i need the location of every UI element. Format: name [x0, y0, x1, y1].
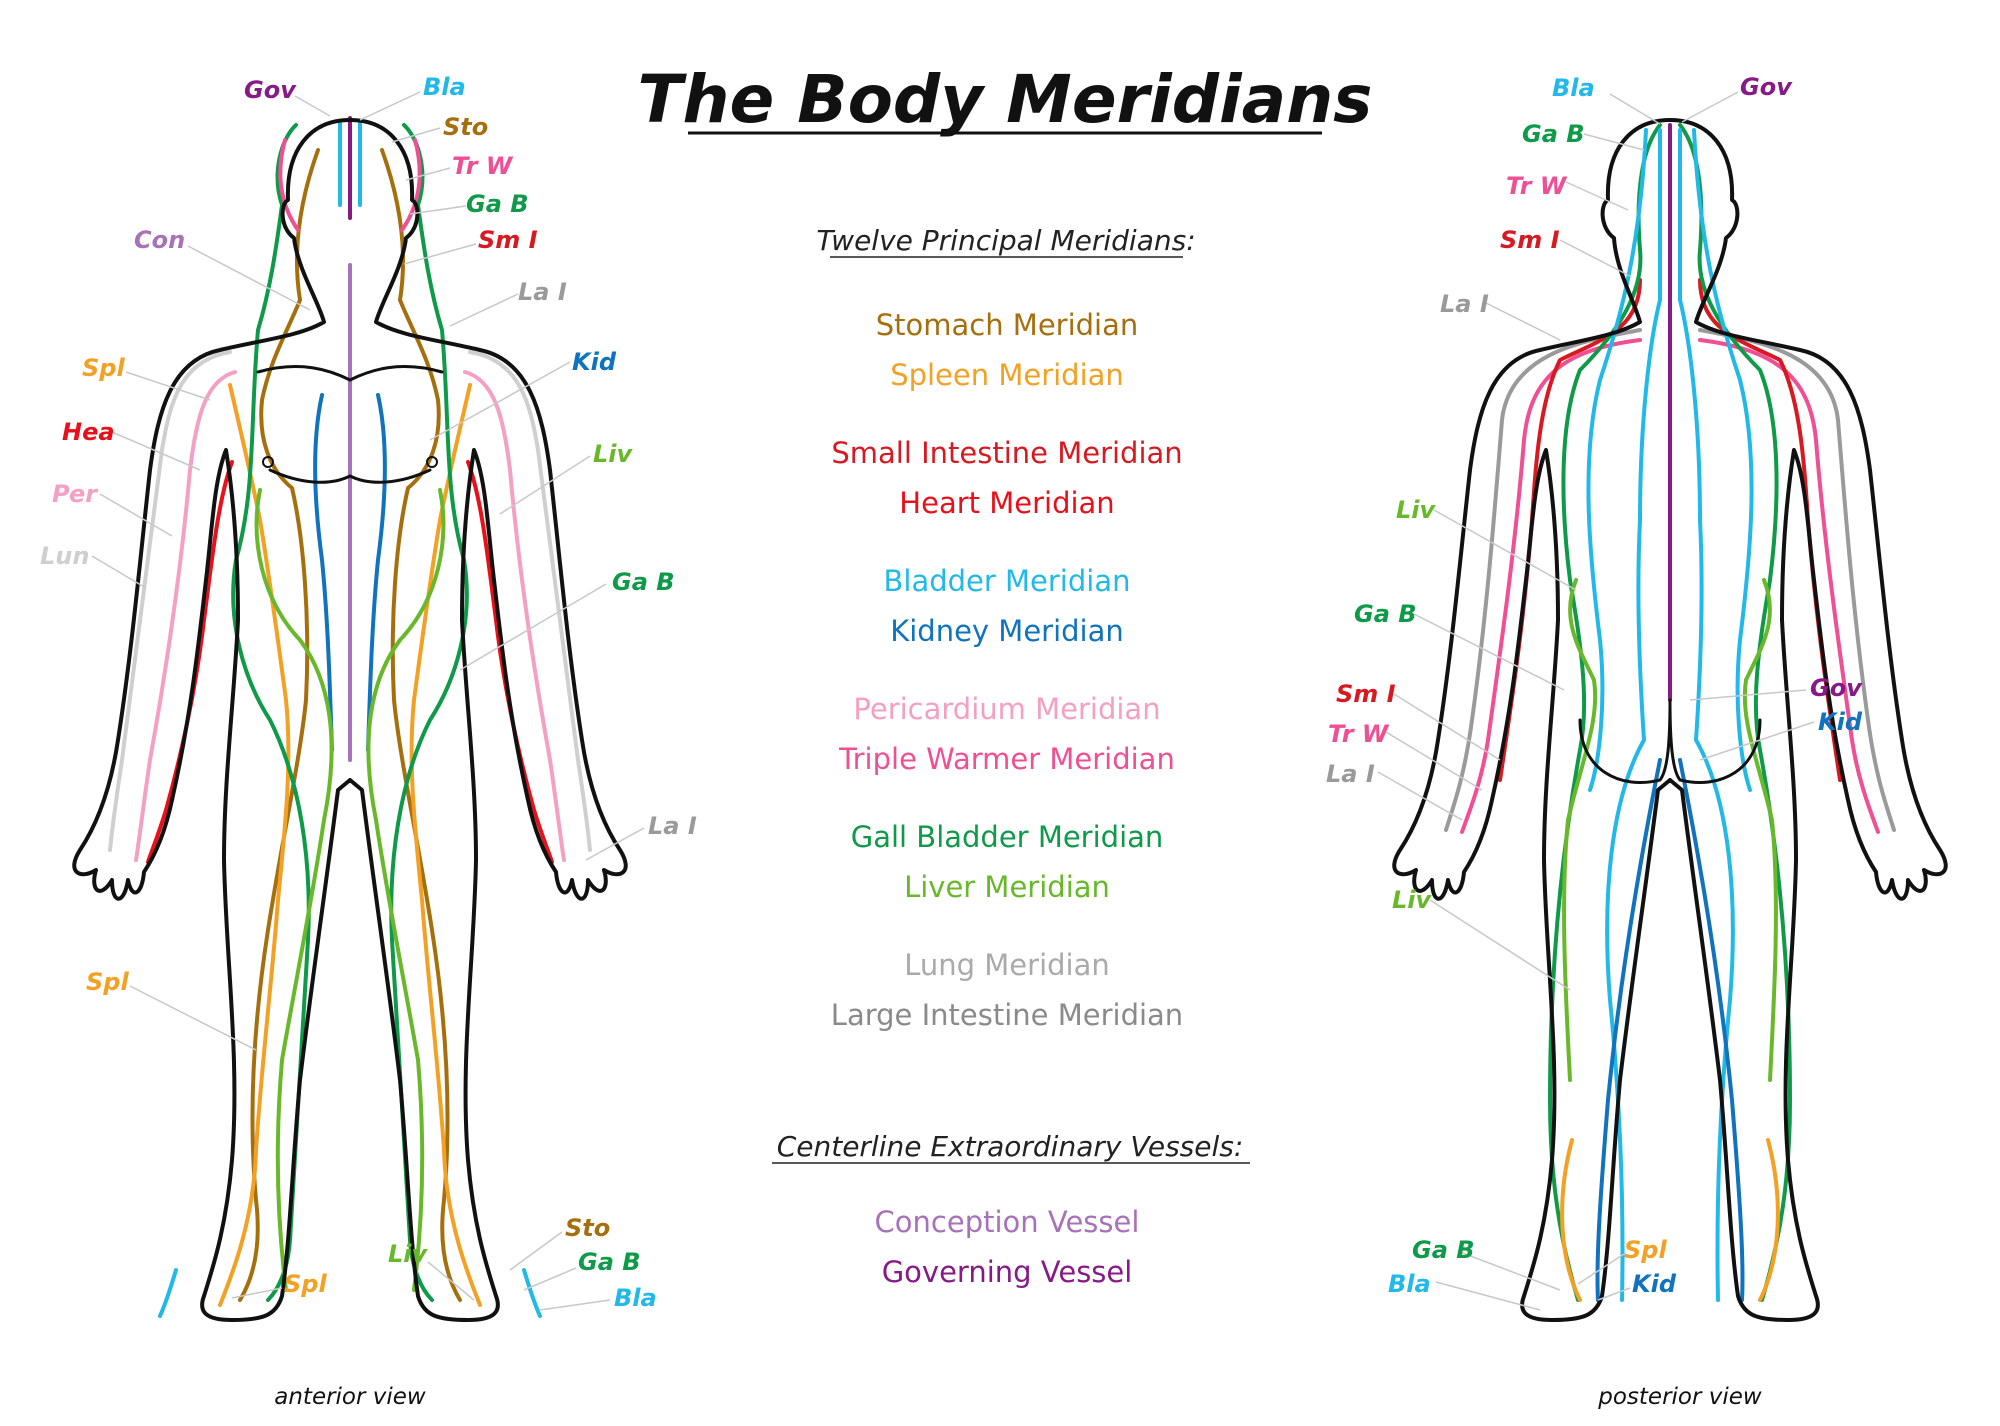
post-label-trw: Tr W — [1506, 172, 1568, 200]
anterior-triple-warmer — [278, 138, 422, 232]
legend-bladder: Bladder Meridian — [884, 564, 1131, 598]
post-label-smi-low: Sm I — [1336, 680, 1396, 708]
anterior-liver-left — [254, 488, 334, 1292]
page-title: The Body Meridians — [638, 61, 1373, 138]
anterior-nipple-right — [426, 456, 438, 468]
anterior-body-outline — [72, 118, 628, 1322]
ant-label-bla-top: Bla — [423, 73, 466, 101]
post-label-gab-top: Ga B — [1522, 120, 1585, 148]
post-label-gov-low: Gov — [1810, 674, 1863, 702]
post-label-kid-mid: Kid — [1818, 708, 1863, 736]
post-label-smi-top: Sm I — [1500, 226, 1560, 254]
posterior-body-outline — [1392, 118, 1948, 1322]
ant-label-per: Per — [52, 480, 99, 508]
post-label-gab-low: Ga B — [1412, 1236, 1475, 1264]
ant-label-lun: Lun — [40, 542, 89, 570]
posterior-kidney-right — [1678, 758, 1745, 1302]
ant-label-trw: Tr W — [452, 152, 514, 180]
post-label-kid-low: Kid — [1632, 1270, 1677, 1298]
ant-label-sto-low: Sto — [565, 1214, 610, 1242]
ant-label-con: Con — [134, 226, 185, 254]
legend-stomach: Stomach Meridian — [876, 308, 1139, 342]
post-label-liv-low: Liv — [1392, 886, 1433, 914]
ant-label-spl-top: Spl — [82, 354, 125, 382]
posterior-gall-bladder-left — [1548, 123, 1662, 1302]
posterior-labels: Bla Gov Ga B Tr W Sm I La I Liv Ga B Sm … — [1326, 73, 1863, 1311]
posterior-liver-right — [1742, 578, 1778, 1082]
ant-label-sto-top: Sto — [443, 113, 488, 141]
post-label-gab-mid: Ga B — [1354, 600, 1417, 628]
posterior-liver-left — [1562, 578, 1598, 1082]
posterior-gall-bladder-right — [1678, 123, 1792, 1302]
vessel-legend: Conception Vessel Governing Vessel — [875, 1205, 1140, 1289]
posterior-view-caption: posterior view — [1597, 1384, 1762, 1410]
legend-gall-bladder: Gall Bladder Meridian — [851, 820, 1164, 854]
anterior-kidney-right — [366, 393, 387, 752]
posterior-spleen — [1560, 1138, 1780, 1302]
anterior-figure — [72, 116, 628, 1322]
ant-label-lai-low: La I — [648, 812, 697, 840]
ant-label-hea: Hea — [62, 418, 115, 446]
anterior-spleen — [218, 383, 291, 1307]
ant-label-gab-mid: Ga B — [612, 568, 675, 596]
principal-legend: Stomach Meridian Spleen Meridian Small I… — [831, 308, 1183, 1032]
legend-pericardium: Pericardium Meridian — [853, 692, 1160, 726]
posterior-large-intestine-left — [1444, 328, 1642, 832]
anterior-kidney — [313, 393, 334, 752]
anterior-labels: Gov Bla Sto Tr W Ga B Sm I Con La I Spl … — [40, 73, 697, 1312]
ant-label-spl-low: Spl — [284, 1270, 327, 1298]
extra-heading: Centerline Extraordinary Vessels: — [777, 1130, 1244, 1163]
anterior-meridians — [108, 116, 592, 1318]
anterior-lung-left — [108, 350, 232, 852]
ant-label-liv-top: Liv — [593, 440, 634, 468]
principal-heading: Twelve Principal Meridians: — [816, 224, 1195, 257]
ant-label-lai-top: La I — [518, 278, 567, 306]
post-label-bla-low: Bla — [1388, 1270, 1431, 1298]
anterior-nipple-left — [262, 456, 274, 468]
ant-label-liv-low: Liv — [388, 1240, 429, 1268]
posterior-figure — [1392, 118, 1948, 1322]
anterior-torso-detail — [256, 365, 444, 484]
post-label-spl: Spl — [1624, 1236, 1667, 1264]
legend-small-intestine: Small Intestine Meridian — [831, 436, 1182, 470]
ant-label-bla-low: Bla — [614, 1284, 657, 1312]
ant-label-spl-mid: Spl — [86, 968, 129, 996]
legend-kidney: Kidney Meridian — [890, 614, 1124, 648]
anterior-liver-right — [366, 488, 446, 1292]
post-label-liv-top: Liv — [1396, 496, 1437, 524]
post-label-bla-top: Bla — [1552, 74, 1595, 102]
anterior-pericardium-right — [463, 370, 566, 862]
posterior-bladder-left — [1586, 128, 1662, 1302]
ant-label-gab-top: Ga B — [466, 190, 529, 218]
post-label-trw-low: Tr W — [1328, 720, 1390, 748]
ant-label-gov: Gov — [244, 76, 297, 104]
legend-spleen: Spleen Meridian — [890, 358, 1124, 392]
ant-label-gab-low: Ga B — [578, 1248, 641, 1276]
anterior-pericardium-left — [134, 370, 237, 862]
posterior-buttocks-detail — [1578, 698, 1762, 784]
anterior-heart-left — [146, 460, 234, 864]
legend-heart: Heart Meridian — [899, 486, 1114, 520]
legend-conception: Conception Vessel — [875, 1205, 1140, 1239]
ant-label-kid: Kid — [572, 348, 617, 376]
anterior-view-caption: anterior view — [274, 1384, 426, 1410]
posterior-bladder-right — [1678, 128, 1754, 1302]
legend-governing: Governing Vessel — [882, 1255, 1133, 1289]
post-label-lai-low: La I — [1326, 760, 1375, 788]
legend-triple-warmer: Triple Warmer Meridian — [838, 742, 1175, 776]
post-label-gov-top: Gov — [1740, 73, 1793, 101]
post-label-lai-top: La I — [1440, 290, 1489, 318]
legend-large-intestine: Large Intestine Meridian — [831, 998, 1183, 1032]
posterior-kidney-left — [1595, 758, 1662, 1302]
anterior-heart-right — [466, 460, 554, 864]
posterior-large-intestine-right — [1698, 328, 1896, 832]
anterior-lung-right — [468, 350, 592, 852]
anterior-spleen-right — [409, 383, 482, 1307]
legend-lung: Lung Meridian — [904, 948, 1110, 982]
ant-label-smi: Sm I — [478, 226, 538, 254]
legend-liver: Liver Meridian — [904, 870, 1110, 904]
anterior-bladder — [158, 120, 542, 1318]
